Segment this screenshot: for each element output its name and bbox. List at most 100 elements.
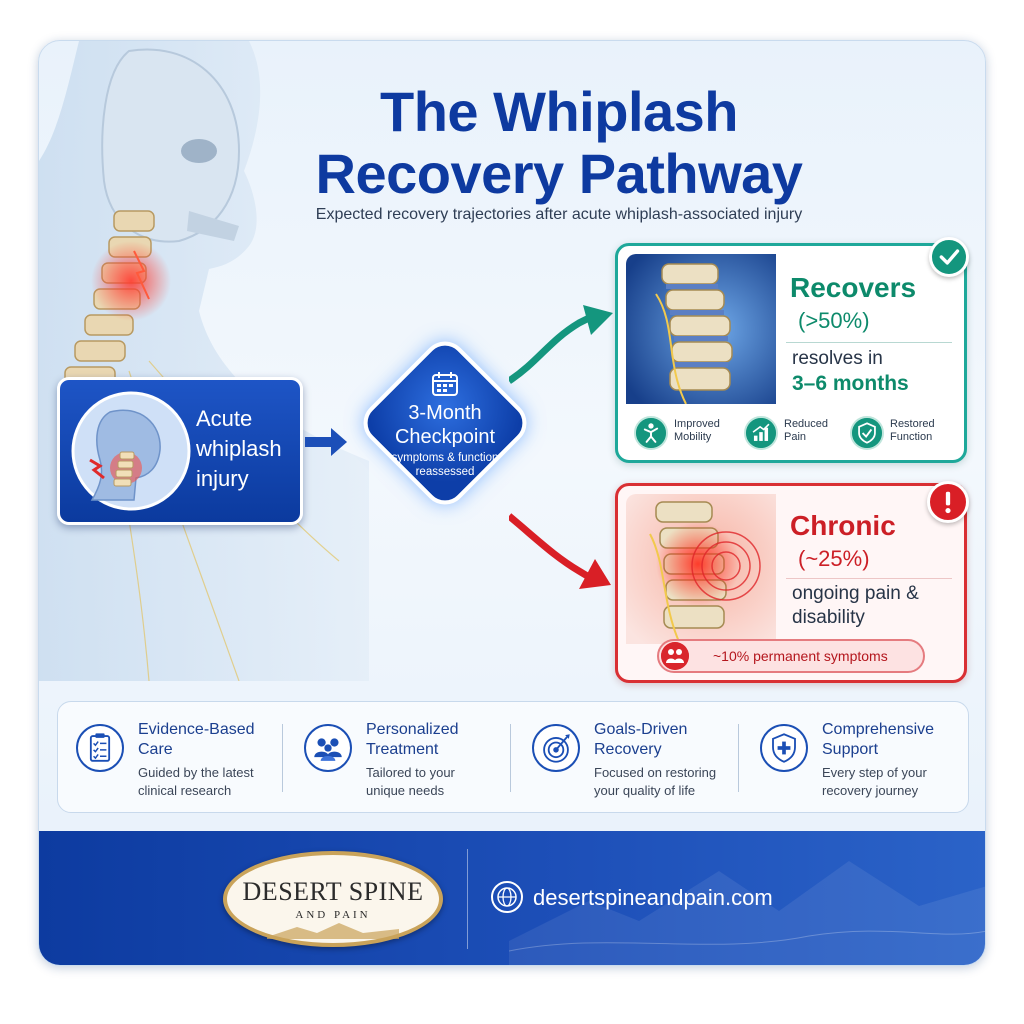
recovers-percent: (>50%) [798,308,870,333]
checkpoint-subtitle: symptoms & function reassessed [375,451,515,479]
feature-label: Improved Mobility [674,418,734,444]
pillar-desc-line-1: Tailored to your [366,765,455,780]
chronic-percent: (~25%) [798,546,870,571]
pillar-description: Tailored to your unique needs [366,764,506,800]
recovers-divider [786,342,952,343]
feature-label-line-1: Reduced [784,418,829,430]
acute-injury-box: Acute whiplash injury [57,377,303,525]
pillar-title-line-1: Goals-Driven [594,721,688,738]
care-pillars: Evidence-Based Care Guided by the latest… [57,701,969,813]
chronic-description-line-2: disability [792,607,865,628]
logo-text-line-2: AND PAIN [295,909,371,921]
feature-label-line-1: Improved [674,418,720,430]
pillar-desc-line-2: unique needs [366,783,445,798]
feature-label: Restored Function [890,418,950,444]
pillar-title-line-2: Recovery [594,741,662,758]
feature-label: Reduced Pain [784,418,844,444]
target-icon [532,724,580,772]
pillar-divider [282,724,283,792]
check-icon [929,237,969,277]
pillar-description: Focused on restoring your quality of lif… [594,764,734,800]
feature-label-line-2: Function [890,431,933,443]
infographic-card: The Whiplash Recovery Pathway Expected r… [38,40,986,966]
arrow-right-icon [305,428,347,456]
page-subtitle: Expected recovery trajectories after acu… [315,206,803,223]
page-title: The Whiplash Recovery Pathway [249,81,869,205]
recovers-description: resolves in [792,348,883,369]
checkpoint-text: 3-Month Checkpoint symptoms & function r… [345,323,545,523]
pillar-title: Personalized Treatment [366,720,506,760]
pillar-desc-line-2: recovery journey [822,783,919,798]
pillar-title-line-2: Care [138,741,173,758]
branch-arrows [509,305,613,589]
inflamed-spine-image [626,494,776,644]
footer-bar: DESERT SPINE AND PAIN desertspineandpain… [39,831,985,965]
checkpoint-sub-line-1: symptoms & function [391,452,499,464]
checkpoint-sub-line-2: reassessed [415,466,475,478]
checkpoint-title-line-2: Checkpoint [394,426,496,448]
pillar-title-line-2: Treatment [366,741,439,758]
clipboard-icon [76,724,124,772]
feature-label-line-1: Restored [890,418,935,430]
healthy-spine-image [626,254,776,404]
desert-spine-logo[interactable]: DESERT SPINE AND PAIN [223,851,443,947]
people-icon [304,724,352,772]
bar-chart-icon [744,416,778,450]
footer-divider [467,849,468,949]
shield-plus-icon [760,724,808,772]
people-icon [661,642,689,670]
recovers-months: 3–6 months [792,372,909,395]
calendar-icon [432,372,458,396]
feature-improved-mobility: Improved Mobility [634,414,738,452]
feature-label-line-2: Mobility [674,431,712,443]
recovers-title: Recovers [790,272,917,303]
permanent-symptoms-pill: ~10% permanent symptoms [657,639,925,673]
pillar-title: Comprehensive Support [822,720,962,760]
pillar-divider [510,724,511,792]
pillar-title: Goals-Driven Recovery [594,720,734,760]
pillar-description: Every step of your recovery journey [822,764,962,800]
pillar-personalized-treatment: Personalized Treatment Tailored to your … [286,702,514,814]
website-link[interactable]: desertspineandpain.com [533,885,773,910]
pillar-title-line-2: Support [822,741,879,758]
warning-icon [927,481,969,523]
acute-label: Acute whiplash injury [196,404,296,494]
globe-icon [491,881,523,913]
feature-label-line-2: Pain [784,431,807,443]
chronic-divider [786,578,952,579]
pillar-desc-line-1: Guided by the latest [138,765,254,780]
chronic-arrowhead [579,559,611,589]
pillar-title-line-1: Comprehensive [822,721,935,738]
pillar-description: Guided by the latest clinical research [138,764,278,800]
shield-check-icon [850,416,884,450]
pillar-desc-line-1: Focused on restoring [594,765,717,780]
pillar-title: Evidence-Based Care [138,720,278,760]
checkpoint-title-line-1: 3-Month [408,402,482,424]
pillar-title-line-1: Personalized [366,721,459,738]
permanent-symptoms-label: ~10% permanent symptoms [713,648,888,664]
mountains-decoration [509,861,985,965]
three-month-checkpoint: 3-Month Checkpoint symptoms & function r… [345,323,545,523]
recover-arrowhead [583,305,613,335]
person-icon [634,416,668,450]
neck-pain-icon [71,391,191,511]
chronic-arrow [509,513,591,581]
chronic-title: Chronic [790,510,896,541]
logo-text-line-1: DESERT SPINE [242,877,424,906]
title-line-1: The Whiplash [380,80,739,143]
pillar-goals-driven-recovery: Goals-Driven Recovery Focused on restori… [514,702,742,814]
feature-restored-function: Restored Function [850,414,956,452]
checkpoint-title: 3-Month Checkpoint [345,401,545,449]
feature-reduced-pain: Reduced Pain [744,414,844,452]
title-line-2: Recovery Pathway [315,142,803,205]
acute-line-2: whiplash [196,436,282,461]
pillar-comprehensive-support: Comprehensive Support Every step of your… [742,702,970,814]
logo-mountains-icon [267,923,399,939]
pillar-divider [738,724,739,792]
acute-line-3: injury [196,466,249,491]
recovers-card: Recovers (>50%) resolves in 3–6 months I… [615,243,967,463]
pillar-evidence-based-care: Evidence-Based Care Guided by the latest… [58,702,286,814]
chronic-description: ongoing pain & disability [792,582,919,630]
recover-arrow [509,313,593,384]
pillar-desc-line-2: your quality of life [594,783,696,798]
